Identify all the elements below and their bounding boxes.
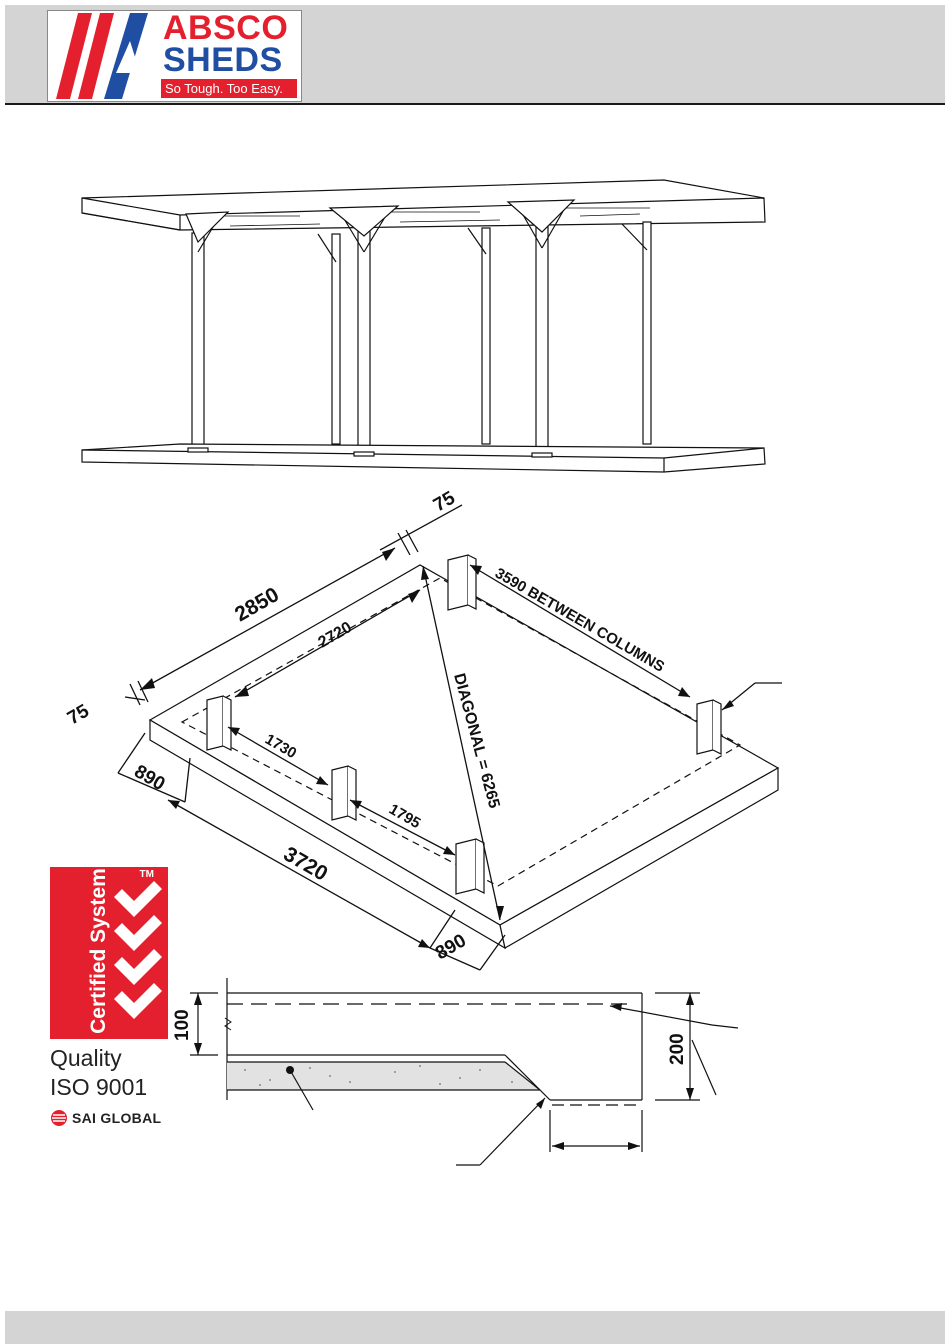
dim-width-outer: 2850 — [231, 583, 283, 626]
dim-length-total: 3720 — [280, 842, 332, 885]
carport-perspective-view — [82, 180, 765, 472]
iso-standard-label: ISO 9001 — [50, 1074, 147, 1101]
quality-label: Quality — [50, 1045, 122, 1072]
tick-marks-icon — [50, 867, 168, 1039]
slab-plan-view — [118, 505, 782, 970]
edge-section-detail — [190, 978, 738, 1165]
dim-offset-left: 75 — [64, 700, 93, 729]
sai-global-icon — [50, 1109, 68, 1127]
dim-slab-depth: 100 — [172, 1009, 193, 1041]
sai-global-name: SAI GLOBAL — [72, 1110, 161, 1126]
certified-system-badge: Certified System TM — [50, 867, 168, 1039]
page-footer — [5, 1311, 945, 1344]
dim-edge-depth: 200 — [667, 1033, 688, 1065]
dim-offset-top: 75 — [430, 487, 459, 516]
dim-end-offset-left: 890 — [131, 761, 169, 795]
